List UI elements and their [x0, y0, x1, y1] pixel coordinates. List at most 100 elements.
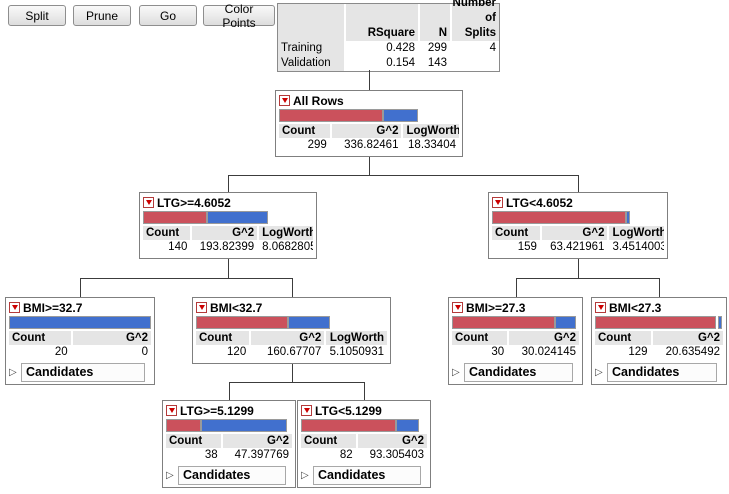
disclosure-triangle-icon[interactable]: ▷ [595, 366, 603, 378]
red-bar-segment [452, 316, 555, 329]
response-proportion-bar [9, 316, 151, 329]
tree-connector [80, 278, 81, 297]
stat-value: 93.305403 [369, 449, 424, 461]
go-button[interactable]: Go [139, 5, 197, 26]
blue-bar-segment [287, 316, 330, 329]
stat-value: 0 [141, 346, 148, 358]
training-rsquare: 0.428 [346, 41, 418, 56]
blue-bar-segment [383, 109, 418, 122]
red-triangle-menu-icon[interactable] [143, 197, 154, 208]
stat-value: 8.0682805 [262, 241, 313, 253]
training-splits: 4 [452, 41, 499, 56]
tree-connector [228, 175, 579, 176]
red-bar-segment [595, 316, 716, 329]
response-proportion-bar [452, 316, 579, 329]
disclosure-triangle-icon[interactable]: ▷ [452, 366, 460, 378]
node-title: LTG<4.6052 [492, 195, 664, 210]
stat-header: Count [452, 331, 508, 345]
prune-button[interactable]: Prune [73, 5, 131, 26]
tree-connector [228, 259, 229, 278]
summary-col-rsquare: RSquare [346, 4, 418, 41]
red-bar-segment [143, 211, 207, 224]
stat-header: LogWorth [403, 124, 459, 138]
response-proportion-bar [166, 419, 292, 432]
node-title: BMI>=27.3 [452, 300, 579, 315]
tree-connector [229, 382, 365, 383]
disclosure-triangle-icon[interactable]: ▷ [301, 469, 309, 481]
training-n: 299 [420, 41, 450, 56]
node-label: BMI>=27.3 [466, 300, 526, 315]
red-bar-segment [279, 109, 384, 122]
red-triangle-menu-icon[interactable] [595, 302, 606, 313]
response-proportion-bar [279, 109, 459, 122]
tree-connector [578, 259, 579, 278]
candidates-button[interactable]: Candidates [464, 363, 573, 382]
summary-col-n: N [420, 4, 450, 41]
red-bar-segment [166, 419, 202, 432]
node-stats-values: 38 47.397769 [166, 448, 292, 463]
red-triangle-menu-icon[interactable] [166, 405, 177, 416]
node-title: All Rows [279, 93, 459, 108]
stat-value: 47.397769 [234, 449, 289, 461]
node-label: LTG>=4.6052 [157, 195, 231, 210]
stat-value: 3.4514003 [612, 241, 664, 253]
blue-bar-segment [206, 211, 268, 224]
stat-header: G^2 [72, 331, 151, 345]
disclosure-triangle-icon[interactable]: ▷ [9, 366, 17, 378]
red-triangle-menu-icon[interactable] [9, 302, 20, 313]
split-button[interactable]: Split [8, 5, 66, 26]
blue-bar-segment [717, 316, 722, 329]
validation-splits [452, 56, 499, 71]
summary-row-training-label: Training [278, 41, 344, 56]
response-proportion-bar [595, 316, 723, 329]
blue-bar-segment [201, 419, 287, 432]
node-title: BMI>=32.7 [9, 300, 151, 315]
stat-value: 140 [168, 241, 188, 253]
stat-header: G^2 [192, 226, 258, 240]
red-bar-segment [301, 419, 397, 432]
stat-value: 129 [628, 346, 648, 358]
stat-value: 193.82399 [199, 241, 255, 253]
red-triangle-menu-icon[interactable] [452, 302, 463, 313]
tree-connector [516, 278, 660, 279]
disclosure-triangle-icon[interactable]: ▷ [166, 469, 174, 481]
red-triangle-menu-icon[interactable] [492, 197, 503, 208]
stat-header: G^2 [251, 331, 325, 345]
blue-bar-segment [554, 316, 577, 329]
response-proportion-bar [143, 211, 313, 224]
stat-value: 120 [227, 346, 247, 358]
stat-header: G^2 [357, 434, 427, 448]
summary-row-validation-label: Validation [278, 56, 344, 71]
candidates-button[interactable]: Candidates [607, 363, 717, 382]
response-proportion-bar [196, 316, 387, 329]
stat-value: 336.82461 [344, 139, 399, 151]
tree-connector [659, 278, 660, 297]
red-triangle-menu-icon[interactable] [196, 302, 207, 313]
candidates-button[interactable]: Candidates [178, 466, 286, 485]
node-title: LTG>=5.1299 [166, 403, 292, 418]
stat-value: 38 [204, 449, 218, 461]
red-bar-segment [492, 211, 627, 224]
node-title: BMI<32.7 [196, 300, 387, 315]
red-triangle-menu-icon[interactable] [279, 95, 290, 106]
candidates-button[interactable]: Candidates [21, 363, 145, 382]
red-triangle-menu-icon[interactable] [301, 405, 312, 416]
candidates-button[interactable]: Candidates [313, 466, 421, 485]
color-points-button[interactable]: Color Points [203, 2, 275, 30]
blue-bar-segment [626, 211, 631, 224]
